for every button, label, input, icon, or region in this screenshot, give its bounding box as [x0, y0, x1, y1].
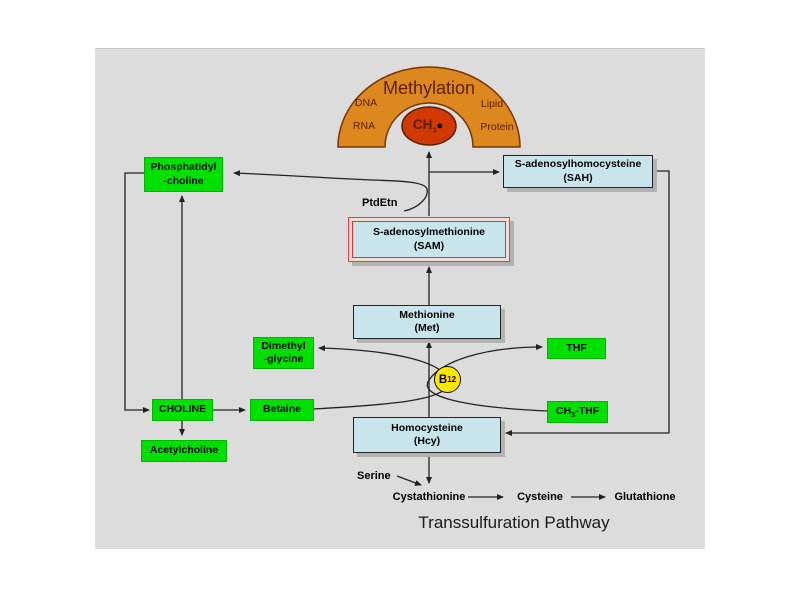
box-homocysteine: Homocysteine (Hcy) [353, 417, 501, 453]
box-thf: THF [547, 338, 606, 359]
box-phosphatidylcholine: Phosphatidyl -choline [144, 157, 223, 192]
sam-inner: S-adenosylmethionine (SAM) [352, 221, 506, 258]
sah-line2: (SAH) [563, 171, 593, 184]
serine-label: Serine [357, 470, 391, 482]
box-acetylcholine: Acetylcholine [141, 440, 227, 462]
curve-betaine-to-dimethylglycine [312, 345, 449, 410]
sam-line2: (SAM) [413, 239, 445, 252]
ptdetn-label: PtdEtn [362, 197, 398, 209]
line-sah-to-homocysteine [505, 170, 670, 436]
homocysteine-line2: (Hcy) [413, 435, 441, 447]
arch-label-protein: Protein [480, 121, 514, 133]
methionine-line1: Methionine [399, 308, 455, 321]
b12-pre: B [438, 373, 448, 386]
homocysteine-line1: Homocysteine [391, 421, 463, 434]
b12-sub: 12 [447, 375, 457, 384]
box-ch3thf: CH3-THF [547, 401, 608, 423]
arch-label-dna: DNA [354, 97, 378, 109]
cysteine-label: Cysteine [517, 491, 563, 503]
phosphatidylcholine-line2: -choline [163, 174, 204, 187]
curve-ptdetn-to-phosphatidylcholine [233, 170, 428, 212]
line-serine-join [396, 475, 422, 486]
box-dimethylglycine: Dimethyl -glycine [253, 337, 314, 369]
ch3-dot: ● [436, 120, 444, 132]
methylation-arch [337, 66, 521, 148]
methionine-line2: (Met) [414, 322, 440, 334]
cystathionine-label: Cystathionine [392, 491, 466, 503]
box-choline: CHOLINE [152, 399, 213, 421]
box-sam: S-adenosylmethionine (SAM) [348, 217, 510, 262]
ch3-ellipse [401, 106, 457, 146]
sah-line1: S-adenosylhomocysteine [514, 158, 642, 171]
phosphatidylcholine-line1: Phosphatidyl [150, 161, 217, 174]
ch3thf-label: CH3-THF [556, 405, 599, 419]
glutathione-label: Glutathione [614, 491, 676, 503]
ch3thf-post: -THF [575, 404, 600, 417]
box-methionine: Methionine (Met) [353, 305, 501, 339]
arch-title: Methylation [382, 78, 476, 98]
dimethylglycine-line1: Dimethyl [261, 339, 306, 352]
ch3-sub: 3 [432, 125, 437, 135]
box-sah: S-adenosylhomocysteine (SAH) [503, 155, 653, 188]
betaine-label: Betaine [263, 403, 301, 416]
sam-line1: S-adenosylmethionine [372, 226, 486, 239]
ch3thf-sub: 3 [571, 409, 576, 419]
dimethylglycine-line2: -glycine [263, 353, 304, 365]
arch-label-rna: RNA [352, 120, 376, 132]
thf-label: THF [566, 341, 587, 354]
box-betaine: Betaine [250, 399, 314, 421]
choline-label: CHOLINE [158, 403, 207, 416]
acetylcholine-label: Acetylcholine [149, 444, 219, 457]
curve-ch3thf-to-thf [426, 344, 548, 412]
diagram-canvas [95, 48, 705, 549]
line-phosphatidylcholine-to-choline [124, 172, 150, 413]
transsulfuration-pathway-title: Transsulfuration Pathway [418, 513, 610, 532]
ch3-pre: CH [412, 117, 433, 132]
ch3thf-pre: CH [555, 404, 572, 417]
arch-label-lipid: Lipid [480, 98, 504, 110]
ch3-label: CH3● [413, 117, 443, 135]
